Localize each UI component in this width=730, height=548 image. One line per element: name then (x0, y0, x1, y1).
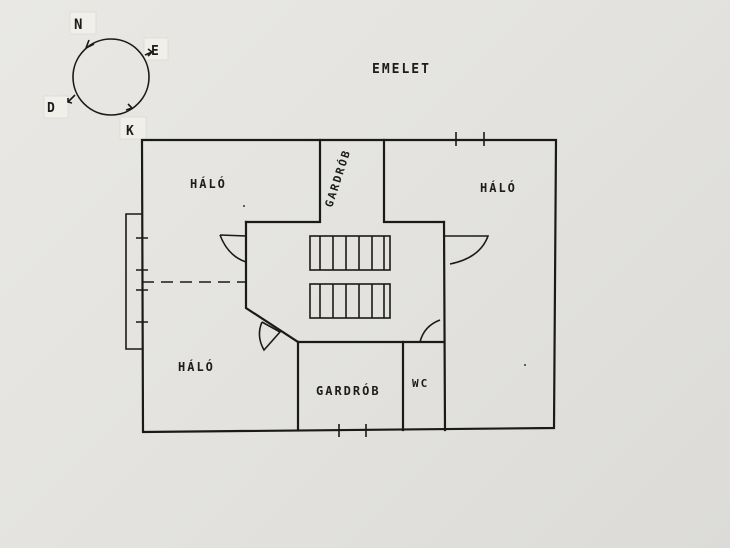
room-halo-top-right: HÁLÓ (480, 180, 517, 195)
window-left (125, 213, 148, 350)
room-gardrob-top: GARDRÓB (322, 148, 353, 209)
compass-north-label: N (74, 17, 84, 33)
window-frame (125, 213, 142, 350)
stair-treads-upper (319, 236, 385, 270)
floor-title: EMELET (372, 62, 431, 77)
arrow-north-icon (85, 39, 95, 49)
stair-flight-upper (309, 235, 391, 271)
arrow-east-icon (144, 48, 154, 57)
stair-flight-lower (309, 283, 391, 319)
room-halo-bottom-left: HÁLÓ (178, 359, 215, 374)
door-top-left-icon (219, 234, 247, 264)
arrow-south-icon (67, 94, 76, 104)
walls (140, 138, 558, 434)
arrow-west-icon (125, 103, 134, 111)
door-right-icon (444, 235, 490, 265)
wall-stair-right (442, 220, 447, 432)
door-wc-icon (419, 319, 441, 343)
window-bottom-ticks (338, 424, 367, 437)
room-wc: WC (412, 377, 429, 390)
tape-north (69, 11, 97, 35)
wall-gardrob-top-right (382, 138, 446, 224)
compass-circle (72, 38, 150, 116)
compass-south-label: D (47, 101, 57, 116)
room-gardrob-bottom: GARDRÓB (316, 383, 381, 398)
compass-west-label: K (126, 124, 136, 139)
compass-east-label: E (151, 44, 161, 59)
staircase (309, 235, 391, 319)
window-ticks (136, 237, 148, 323)
door-bottom-left-icon (258, 321, 282, 352)
pencil-dot (524, 364, 526, 366)
tape-south (43, 95, 69, 119)
outer-wall (140, 138, 558, 434)
wall-bedroom-top-left (244, 138, 322, 224)
pencil-dot (243, 205, 245, 207)
window-top-ticks (455, 132, 485, 146)
stair-treads-lower (319, 284, 385, 318)
compass: N E D K (43, 11, 169, 140)
room-halo-top-left: HÁLÓ (190, 176, 227, 191)
wall-stair-left (244, 220, 300, 344)
tape-west (119, 116, 147, 140)
